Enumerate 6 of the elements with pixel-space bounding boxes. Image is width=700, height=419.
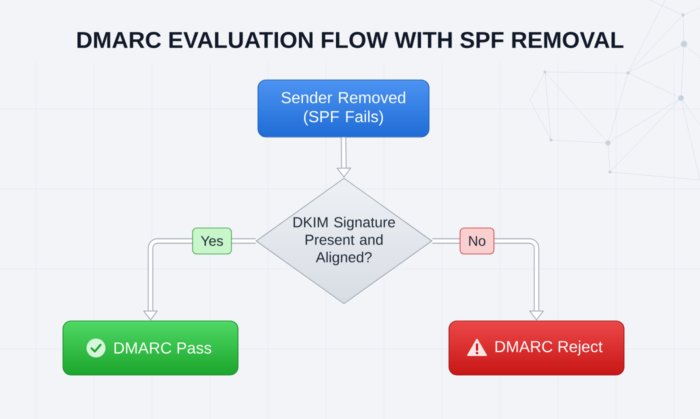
edge-label: No xyxy=(460,228,494,254)
process-box: Sender Removed (SPF Fails) xyxy=(258,80,430,138)
result-box: DMARC Pass xyxy=(62,320,238,376)
title: DMARC EVALUATION FLOW WITH SPF REMOVAL xyxy=(78,32,624,48)
result-box: DMARC Reject xyxy=(448,320,624,376)
edge-label: Yes xyxy=(192,228,232,254)
